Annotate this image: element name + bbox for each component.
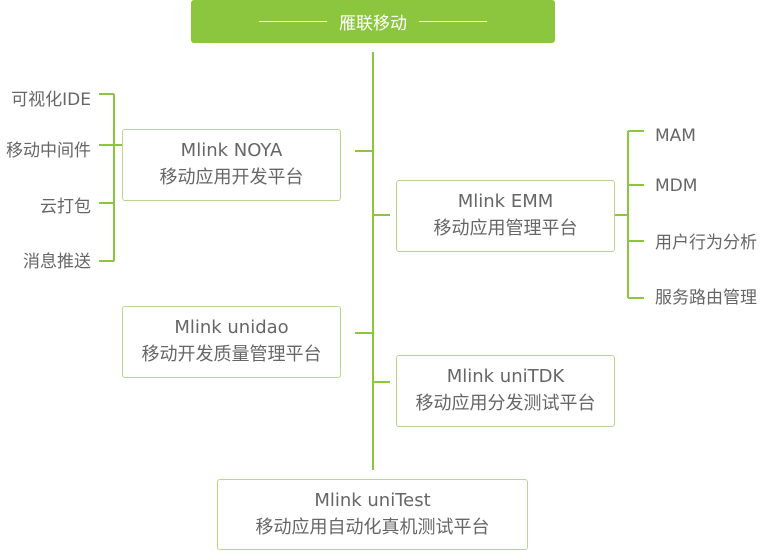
node-noya-name: Mlink NOYA <box>180 140 283 161</box>
noya-feature-item: 移动中间件 <box>6 141 91 161</box>
node-emm: Mlink EMM 移动应用管理平台 <box>396 180 615 252</box>
node-unitdk-desc: 移动应用分发测试平台 <box>415 393 596 414</box>
emm-feature-item: MDM <box>655 176 698 196</box>
node-unitest: Mlink uniTest 移动应用自动化真机测试平台 <box>217 479 528 550</box>
node-emm-desc: 移动应用管理平台 <box>433 218 578 239</box>
noya-feature-item: 可视化IDE <box>11 90 91 110</box>
node-unitest-name: Mlink uniTest <box>314 489 431 511</box>
emm-feature-item: 服务路由管理 <box>655 288 757 308</box>
node-noya-desc: 移动应用开发平台 <box>159 167 304 188</box>
noya-feature-item: 云打包 <box>40 197 91 217</box>
node-unidao-name: Mlink unidao <box>174 317 289 338</box>
title-rule-right <box>419 21 487 22</box>
node-unitdk: Mlink uniTDK 移动应用分发测试平台 <box>396 355 615 427</box>
node-unidao: Mlink unidao 移动开发质量管理平台 <box>122 306 341 378</box>
emm-feature-item: MAM <box>655 126 696 146</box>
title-bar: 雁联移动 <box>191 0 555 43</box>
noya-feature-item: 消息推送 <box>23 252 91 272</box>
emm-feature-item: 用户行为分析 <box>655 233 757 253</box>
node-noya: Mlink NOYA 移动应用开发平台 <box>122 129 341 201</box>
node-unidao-desc: 移动开发质量管理平台 <box>141 344 322 365</box>
node-unitdk-name: Mlink uniTDK <box>446 366 565 387</box>
title-rule-left <box>259 21 327 22</box>
page-title: 雁联移动 <box>339 14 407 34</box>
node-unitest-desc: 移动应用自动化真机测试平台 <box>255 516 490 538</box>
node-emm-name: Mlink EMM <box>457 191 554 212</box>
